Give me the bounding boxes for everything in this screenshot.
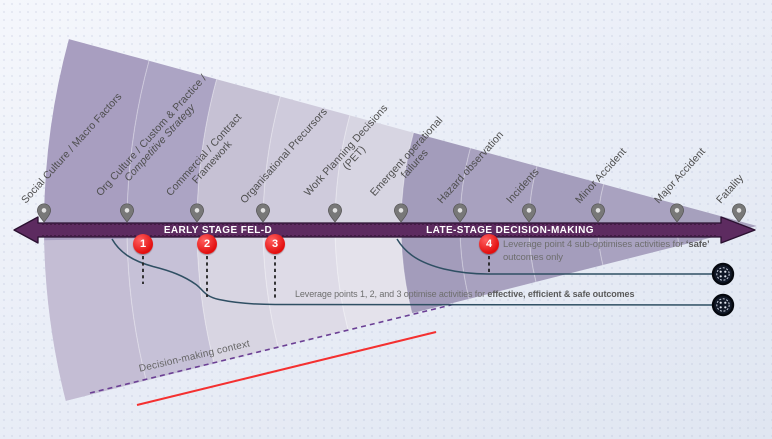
effective-outcomes-flow-line	[111, 238, 713, 306]
map-pin-icon	[670, 203, 684, 223]
late-stage-bar-label: LATE-STAGE DECISION-MAKING	[426, 224, 594, 236]
leverage-points-123-note: Leverage points 1, 2, and 3 optimise act…	[295, 288, 634, 301]
fan-band-3	[196, 79, 281, 364]
note4-bold: ‘safe’	[685, 239, 710, 250]
map-pin-icon	[453, 203, 467, 223]
safe-outcomes-flow-line	[396, 238, 713, 275]
leverage-point-3: 3	[265, 234, 285, 254]
red-underline	[136, 331, 437, 406]
note4-regular: Leverage point 4 sub-optimises activitie…	[503, 239, 686, 250]
map-pin-icon	[328, 203, 342, 223]
note123-regular: Leverage points 1, 2, and 3 optimise act…	[295, 289, 488, 299]
fan-band-2	[126, 60, 217, 381]
map-pin-icon	[394, 203, 408, 223]
early-stage-bar-label: EARLY STAGE FEL-D	[163, 224, 273, 236]
fan-band-4	[263, 96, 350, 348]
map-pin-icon	[120, 203, 134, 223]
leverage-point-2: 2	[197, 234, 217, 254]
leverage-point-4: 4	[479, 234, 499, 254]
note4-line2: outcomes only	[503, 252, 563, 263]
button-icon	[711, 262, 735, 286]
map-pin-icon	[190, 203, 204, 223]
map-pin-icon	[522, 203, 536, 223]
map-pin-icon	[256, 203, 270, 223]
map-pin-icon	[732, 203, 746, 223]
leverage-point-4-note: Leverage point 4 sub-optimises activitie…	[503, 238, 710, 264]
leverage-point-1: 1	[133, 234, 153, 254]
button-icon	[711, 293, 735, 317]
fan-band-1	[43, 39, 149, 401]
note123-bold: effective, efficient & safe outcomes	[487, 289, 635, 299]
map-pin-icon	[591, 203, 605, 223]
map-pin-icon	[37, 203, 51, 223]
